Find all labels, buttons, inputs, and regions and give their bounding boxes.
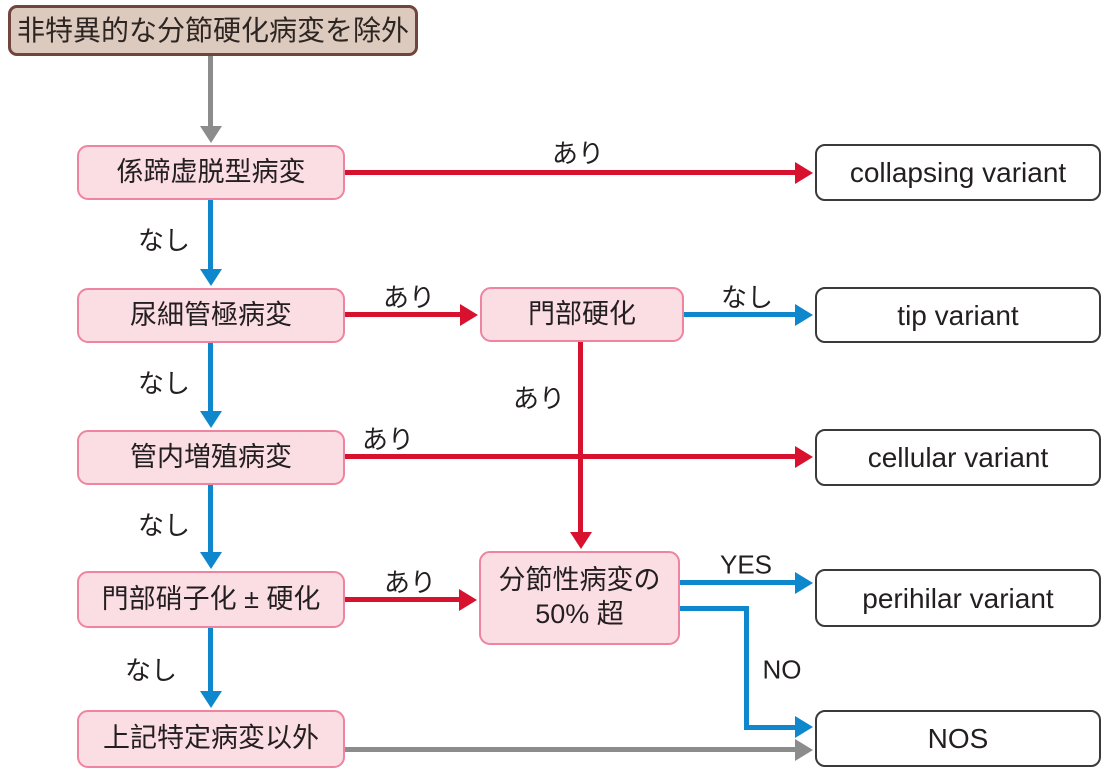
edge-tubular-to-endocap-line (208, 343, 213, 412)
label-seg50-yes: YES (719, 549, 773, 580)
edge-hilar-to-seg50-line (578, 342, 583, 533)
edge-seg50-yes-line (680, 580, 796, 585)
arrowhead-tubular-to-endocap (200, 411, 222, 428)
edge-tubular-to-hilar-line (345, 312, 461, 317)
node-nos: NOS (815, 710, 1101, 767)
node-collapse-lesion: 係蹄虚脱型病変 (77, 145, 345, 200)
arrowhead-endocap-to-hyalinosis (200, 552, 222, 569)
node-hilar-sclerosis: 門部硬化 (480, 287, 684, 342)
edge-collapse-to-collapsing-line (345, 170, 796, 175)
arrowhead-other-to-nos (795, 739, 813, 761)
node-other-lesions: 上記特定病変以外 (77, 710, 345, 768)
edge-other-to-nos-line (345, 747, 796, 752)
arrowhead-hyalinosis-to-seg50 (459, 589, 477, 611)
edge-hyalinosis-to-other-line (208, 628, 213, 692)
node-perihilar-variant: perihilar variant (815, 569, 1101, 627)
edge-seg50-no-line-h2 (744, 725, 796, 730)
label-collapse-yes: あり (551, 138, 605, 169)
arrowhead-hilar-to-seg50 (570, 532, 592, 549)
arrowhead-tubular-to-hilar (460, 304, 478, 326)
label-endocap-yes: あり (361, 424, 415, 455)
edge-seg50-no-line-h1 (680, 606, 749, 611)
arrowhead-seg50-yes (795, 572, 813, 594)
arrowhead-hilar-to-tip (795, 304, 813, 326)
label-hilar-yes: あり (512, 383, 566, 414)
arrowhead-endocap-to-cellular (795, 446, 813, 468)
label-hyalinosis-yes: あり (383, 567, 437, 598)
arrowhead-seg50-no (795, 716, 813, 738)
edge-endocap-to-cellular-line (345, 454, 796, 459)
label-tubular-no: なし (137, 368, 191, 399)
node-endocapillary-lesion: 管内増殖病変 (77, 430, 345, 485)
arrowhead-hyalinosis-to-other (200, 691, 222, 708)
edge-seg50-no-line-v (744, 606, 749, 730)
label-hyalinosis-no: なし (124, 655, 178, 686)
node-cellular-variant: cellular variant (815, 429, 1101, 486)
node-exclude-nonspecific: 非特異的な分節硬化病変を除外 (8, 5, 418, 56)
edge-exclude-to-collapse-line (208, 55, 213, 128)
label-seg50-no: NO (762, 654, 802, 685)
node-segmental-over-50: 分節性病変の 50% 超 (479, 551, 680, 645)
edge-collapse-to-tubular-line (208, 200, 213, 270)
arrowhead-exclude-to-collapse (200, 126, 222, 143)
edge-hyalinosis-to-seg50-line (345, 597, 460, 602)
arrowhead-collapse-to-collapsing (795, 162, 813, 184)
label-tubular-yes: あり (382, 282, 436, 313)
label-hilar-no: なし (720, 282, 774, 313)
node-collapsing-variant: collapsing variant (815, 144, 1101, 201)
node-tip-variant: tip variant (815, 287, 1101, 343)
edge-endocap-to-hyalinosis-line (208, 485, 213, 553)
node-tubular-pole-lesion: 尿細管極病変 (77, 288, 345, 343)
label-endocap-no: なし (137, 510, 191, 541)
arrowhead-collapse-to-tubular (200, 269, 222, 286)
label-collapse-no: なし (137, 225, 191, 256)
node-hilar-hyalinosis: 門部硝子化 ± 硬化 (77, 571, 345, 628)
edge-hilar-to-tip-line (684, 312, 796, 317)
